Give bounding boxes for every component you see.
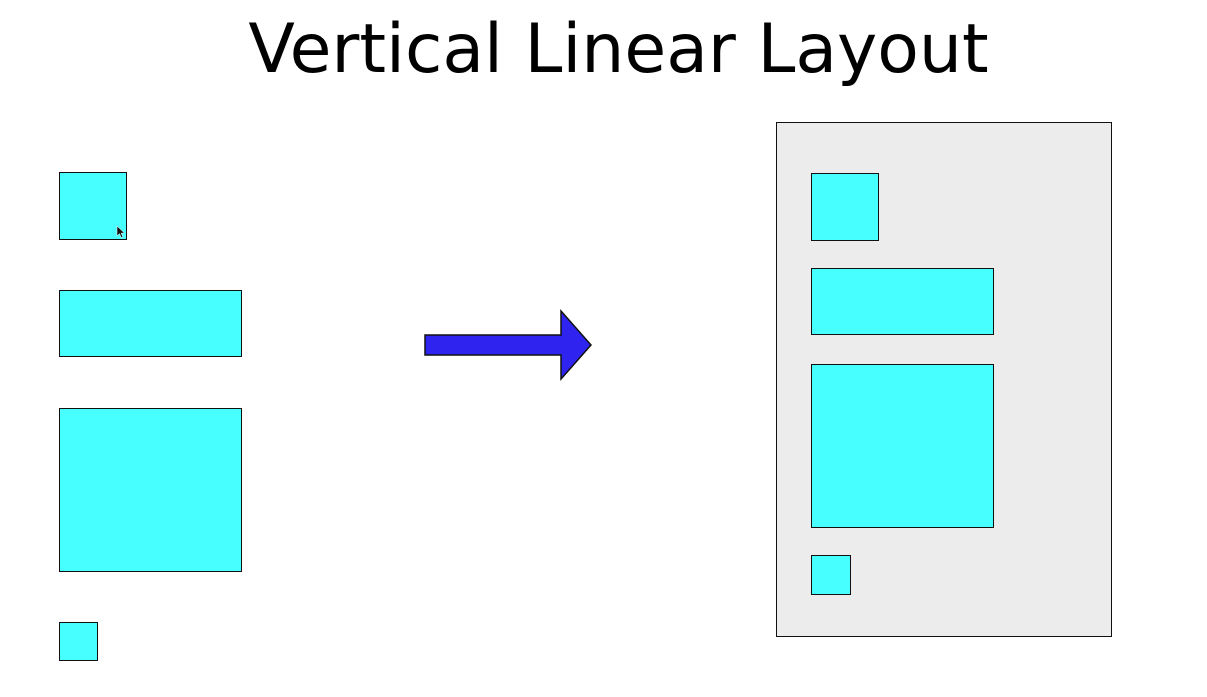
stacked-view-small-square [811, 173, 879, 241]
arrow-shape [424, 309, 593, 381]
stacked-view-wide-rectangle [811, 268, 994, 335]
slide-title: Vertical Linear Layout [248, 10, 989, 89]
view-wide-rectangle [59, 290, 242, 357]
view-tiny-square [59, 622, 98, 661]
stacked-view-tiny-square [811, 555, 851, 595]
stacked-view-large-square [811, 364, 994, 528]
linear-layout-container [776, 122, 1112, 637]
right-arrow-icon [424, 309, 593, 381]
view-large-square [59, 408, 242, 572]
view-small-square [59, 172, 127, 240]
mouse-pointer-icon [116, 225, 126, 238]
